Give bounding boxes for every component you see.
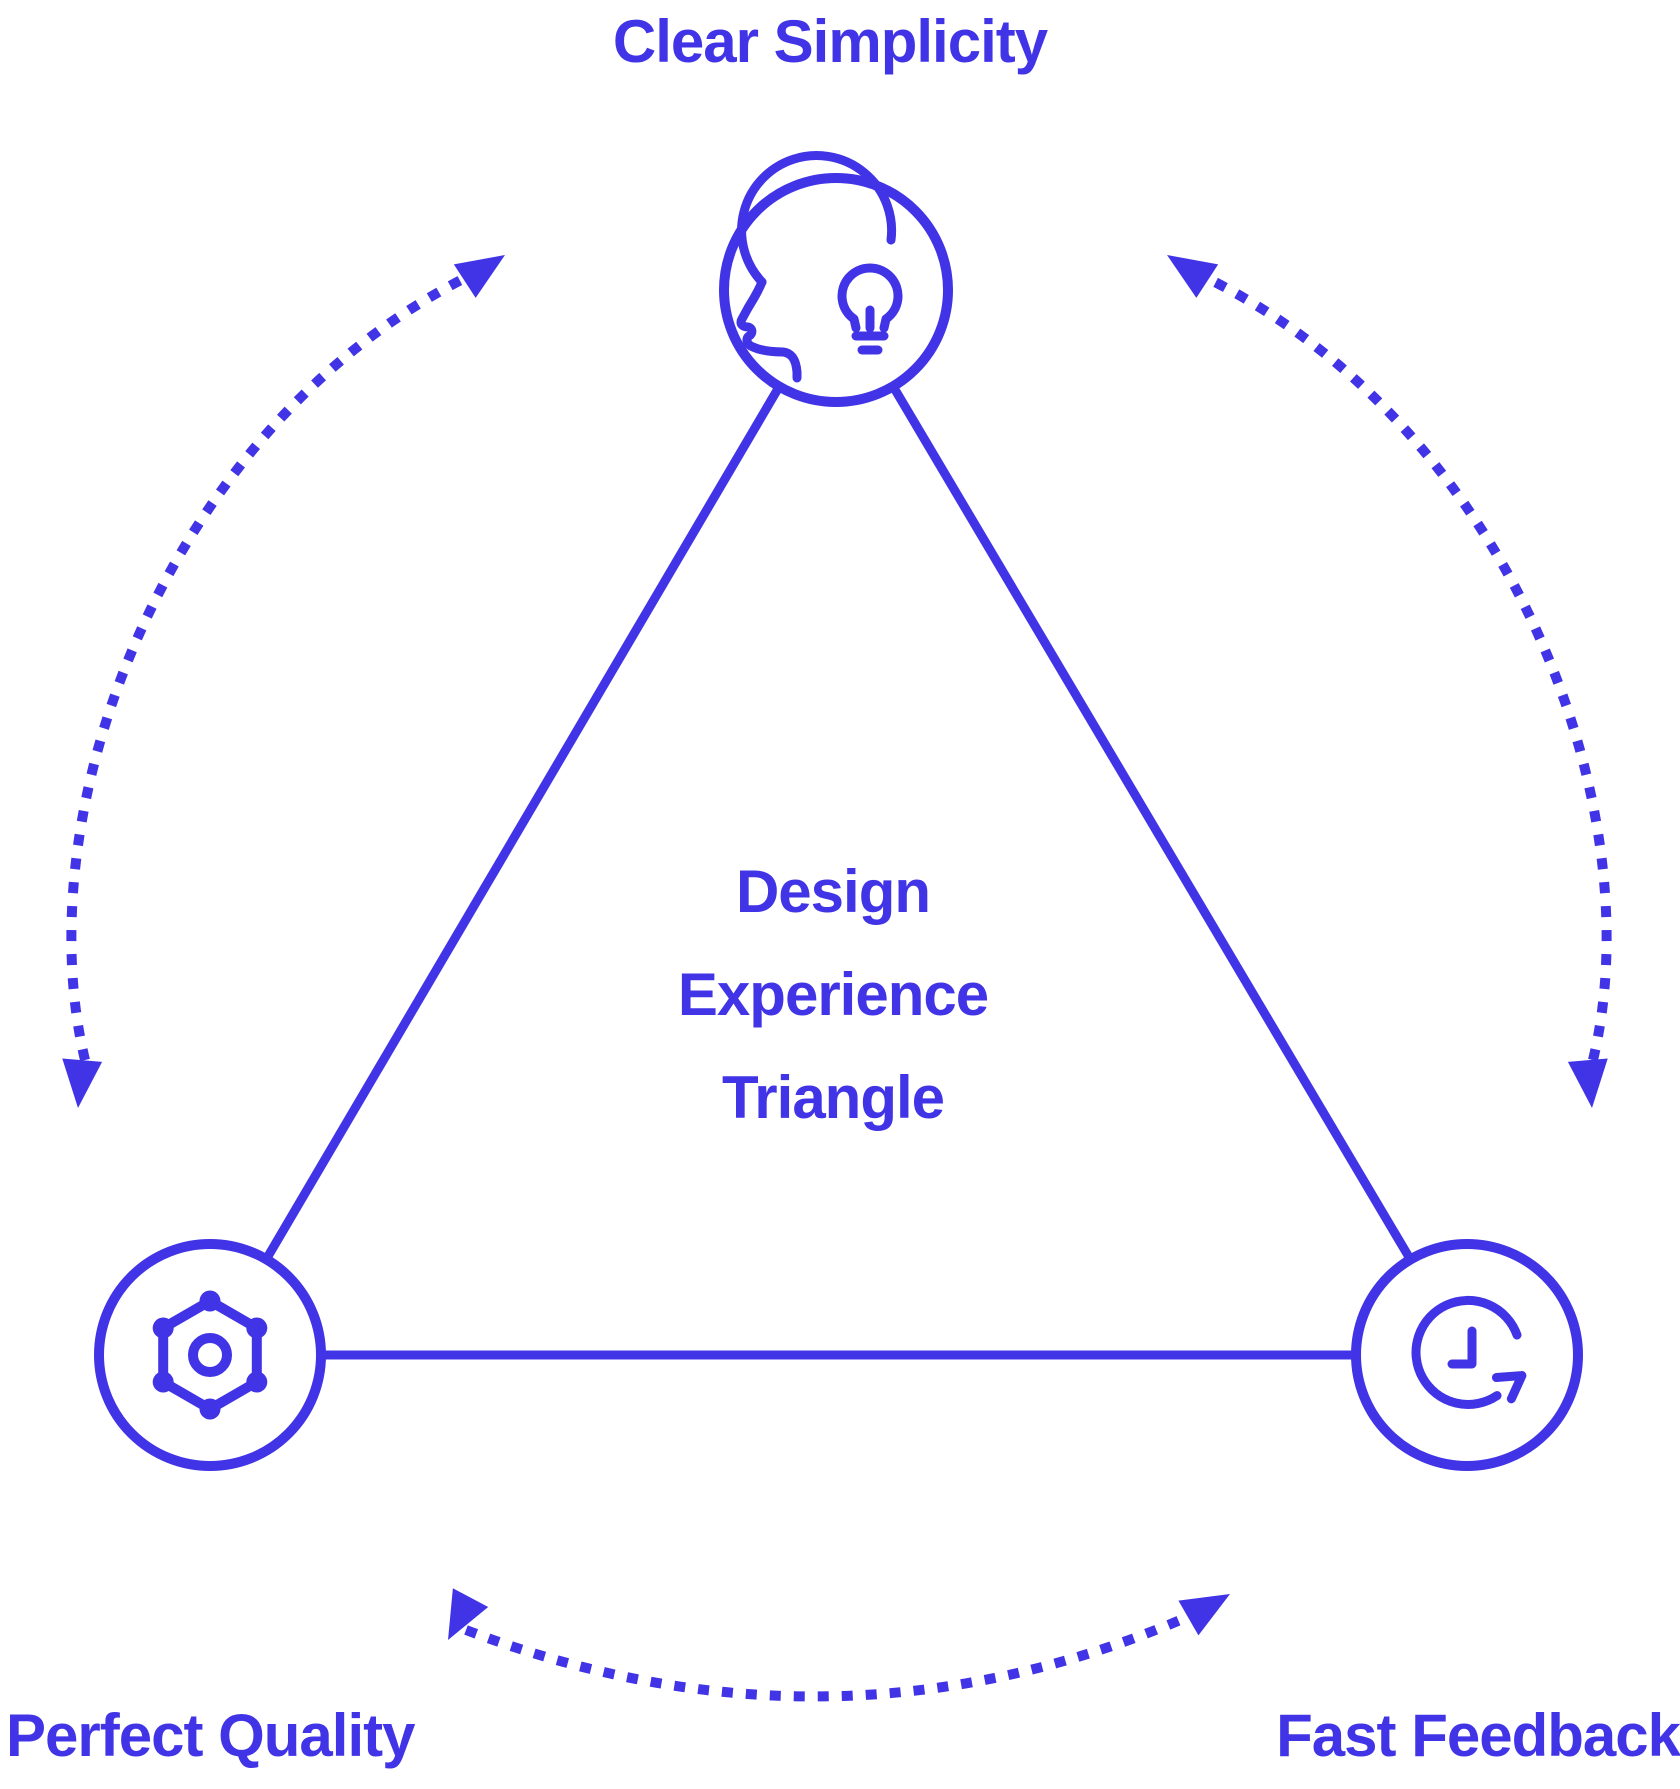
edge-top-to-right [832,287,1471,1358]
head-lightbulb-icon [736,151,903,383]
center-title-line-2: Experience [677,961,989,1028]
edge-top-to-left [206,287,840,1358]
head-crown [737,151,897,287]
node-circles [94,173,1583,1471]
arc-bottom-dotted [464,1610,1194,1702]
bulb-outline [837,263,903,333]
clock-hands [1447,1326,1477,1369]
cycle-arcs [66,273,1612,1702]
node-circle-perfect-quality [94,1239,326,1471]
center-title-line-1: Design [735,858,931,925]
face-profile [736,277,802,383]
arrowhead-left-top [453,255,505,298]
arrowhead-right-top [1167,255,1219,298]
hexagon-vertex-dots [152,1290,268,1420]
arc-left-dotted [66,273,468,1062]
arrowhead-right-bottom [1567,1058,1608,1108]
molecule-hexagon-icon [152,1290,268,1420]
arrowhead-bottom-right [1178,1594,1230,1636]
molecule-center-ring [188,1333,232,1377]
arrowhead-bottom-left [448,1588,489,1640]
arc-right-dotted [1204,273,1612,1062]
label-perfect-quality: Perfect Quality [6,1702,415,1769]
center-title-line-3: Triangle [721,1064,945,1131]
clock-arrow-chevron [1491,1371,1527,1404]
triangle-edges [206,287,1471,1360]
clock-ring-arc [1411,1295,1522,1409]
label-clear-simplicity: Clear Simplicity [612,8,1048,75]
center-title: Design Experience Triangle [677,840,989,1149]
arrowhead-left-bottom [62,1058,103,1108]
arrowheads [62,255,1608,1640]
node-circle-fast-feedback [1351,1239,1583,1471]
clock-history-icon [1411,1295,1527,1409]
label-fast-feedback: Fast Feedback [1276,1702,1680,1769]
